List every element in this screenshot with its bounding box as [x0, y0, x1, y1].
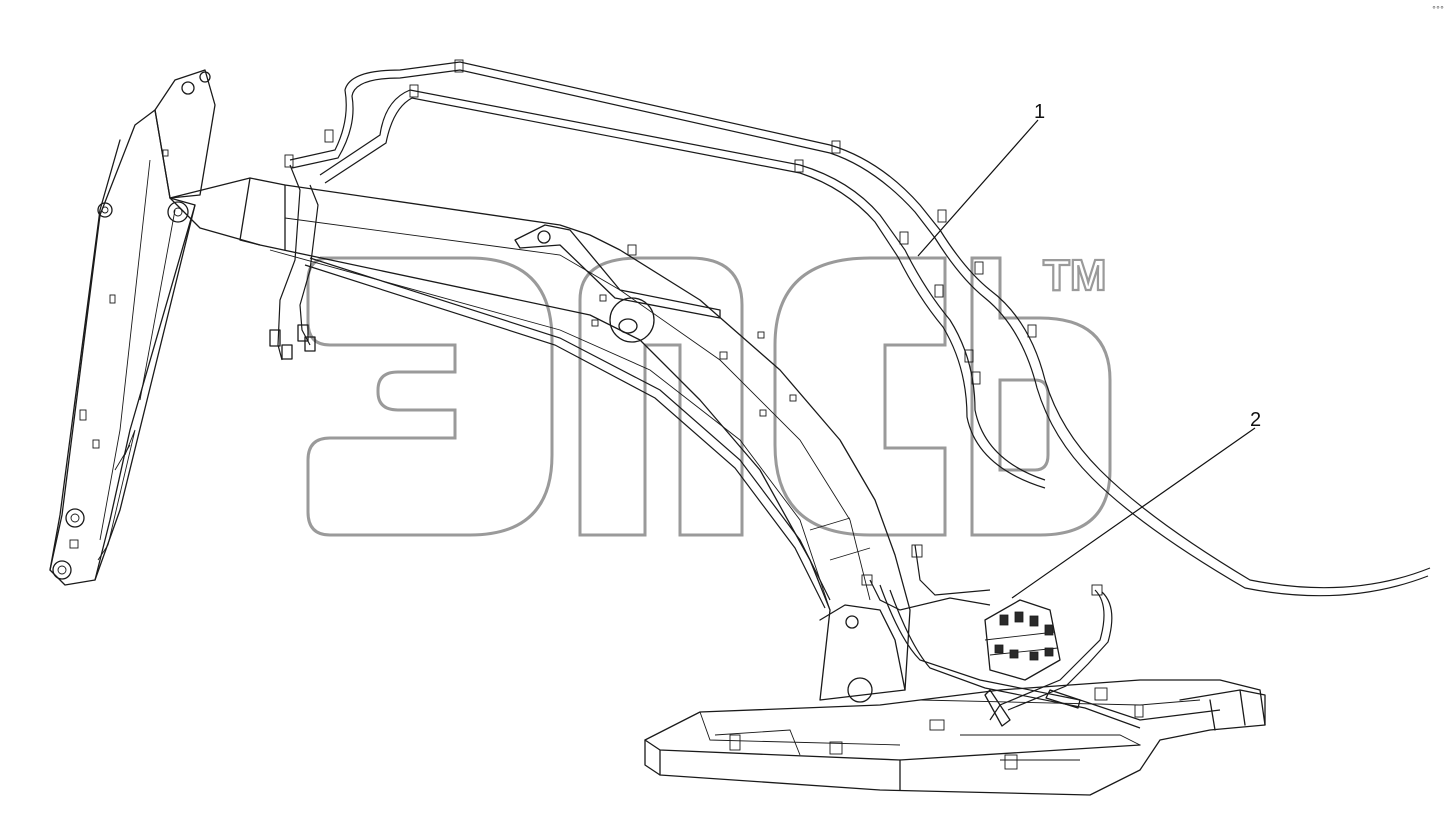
corner-mark: °°°	[1432, 5, 1444, 14]
callout-2-number: 2	[1250, 409, 1261, 431]
watermark-logo: TM	[306, 250, 1112, 537]
callout-1: 1	[917, 101, 1045, 257]
control-valve	[984, 599, 1061, 681]
callout-2-leader	[1011, 427, 1256, 599]
callout-1-number: 1	[1034, 101, 1045, 123]
boom	[167, 177, 911, 703]
callout-2: 2	[1011, 409, 1261, 599]
watermark-trademark: TM	[1043, 251, 1107, 300]
arm	[49, 69, 216, 586]
callout-1-leader	[917, 119, 1039, 257]
hose-set	[269, 59, 1431, 729]
base-frame	[644, 679, 1266, 796]
